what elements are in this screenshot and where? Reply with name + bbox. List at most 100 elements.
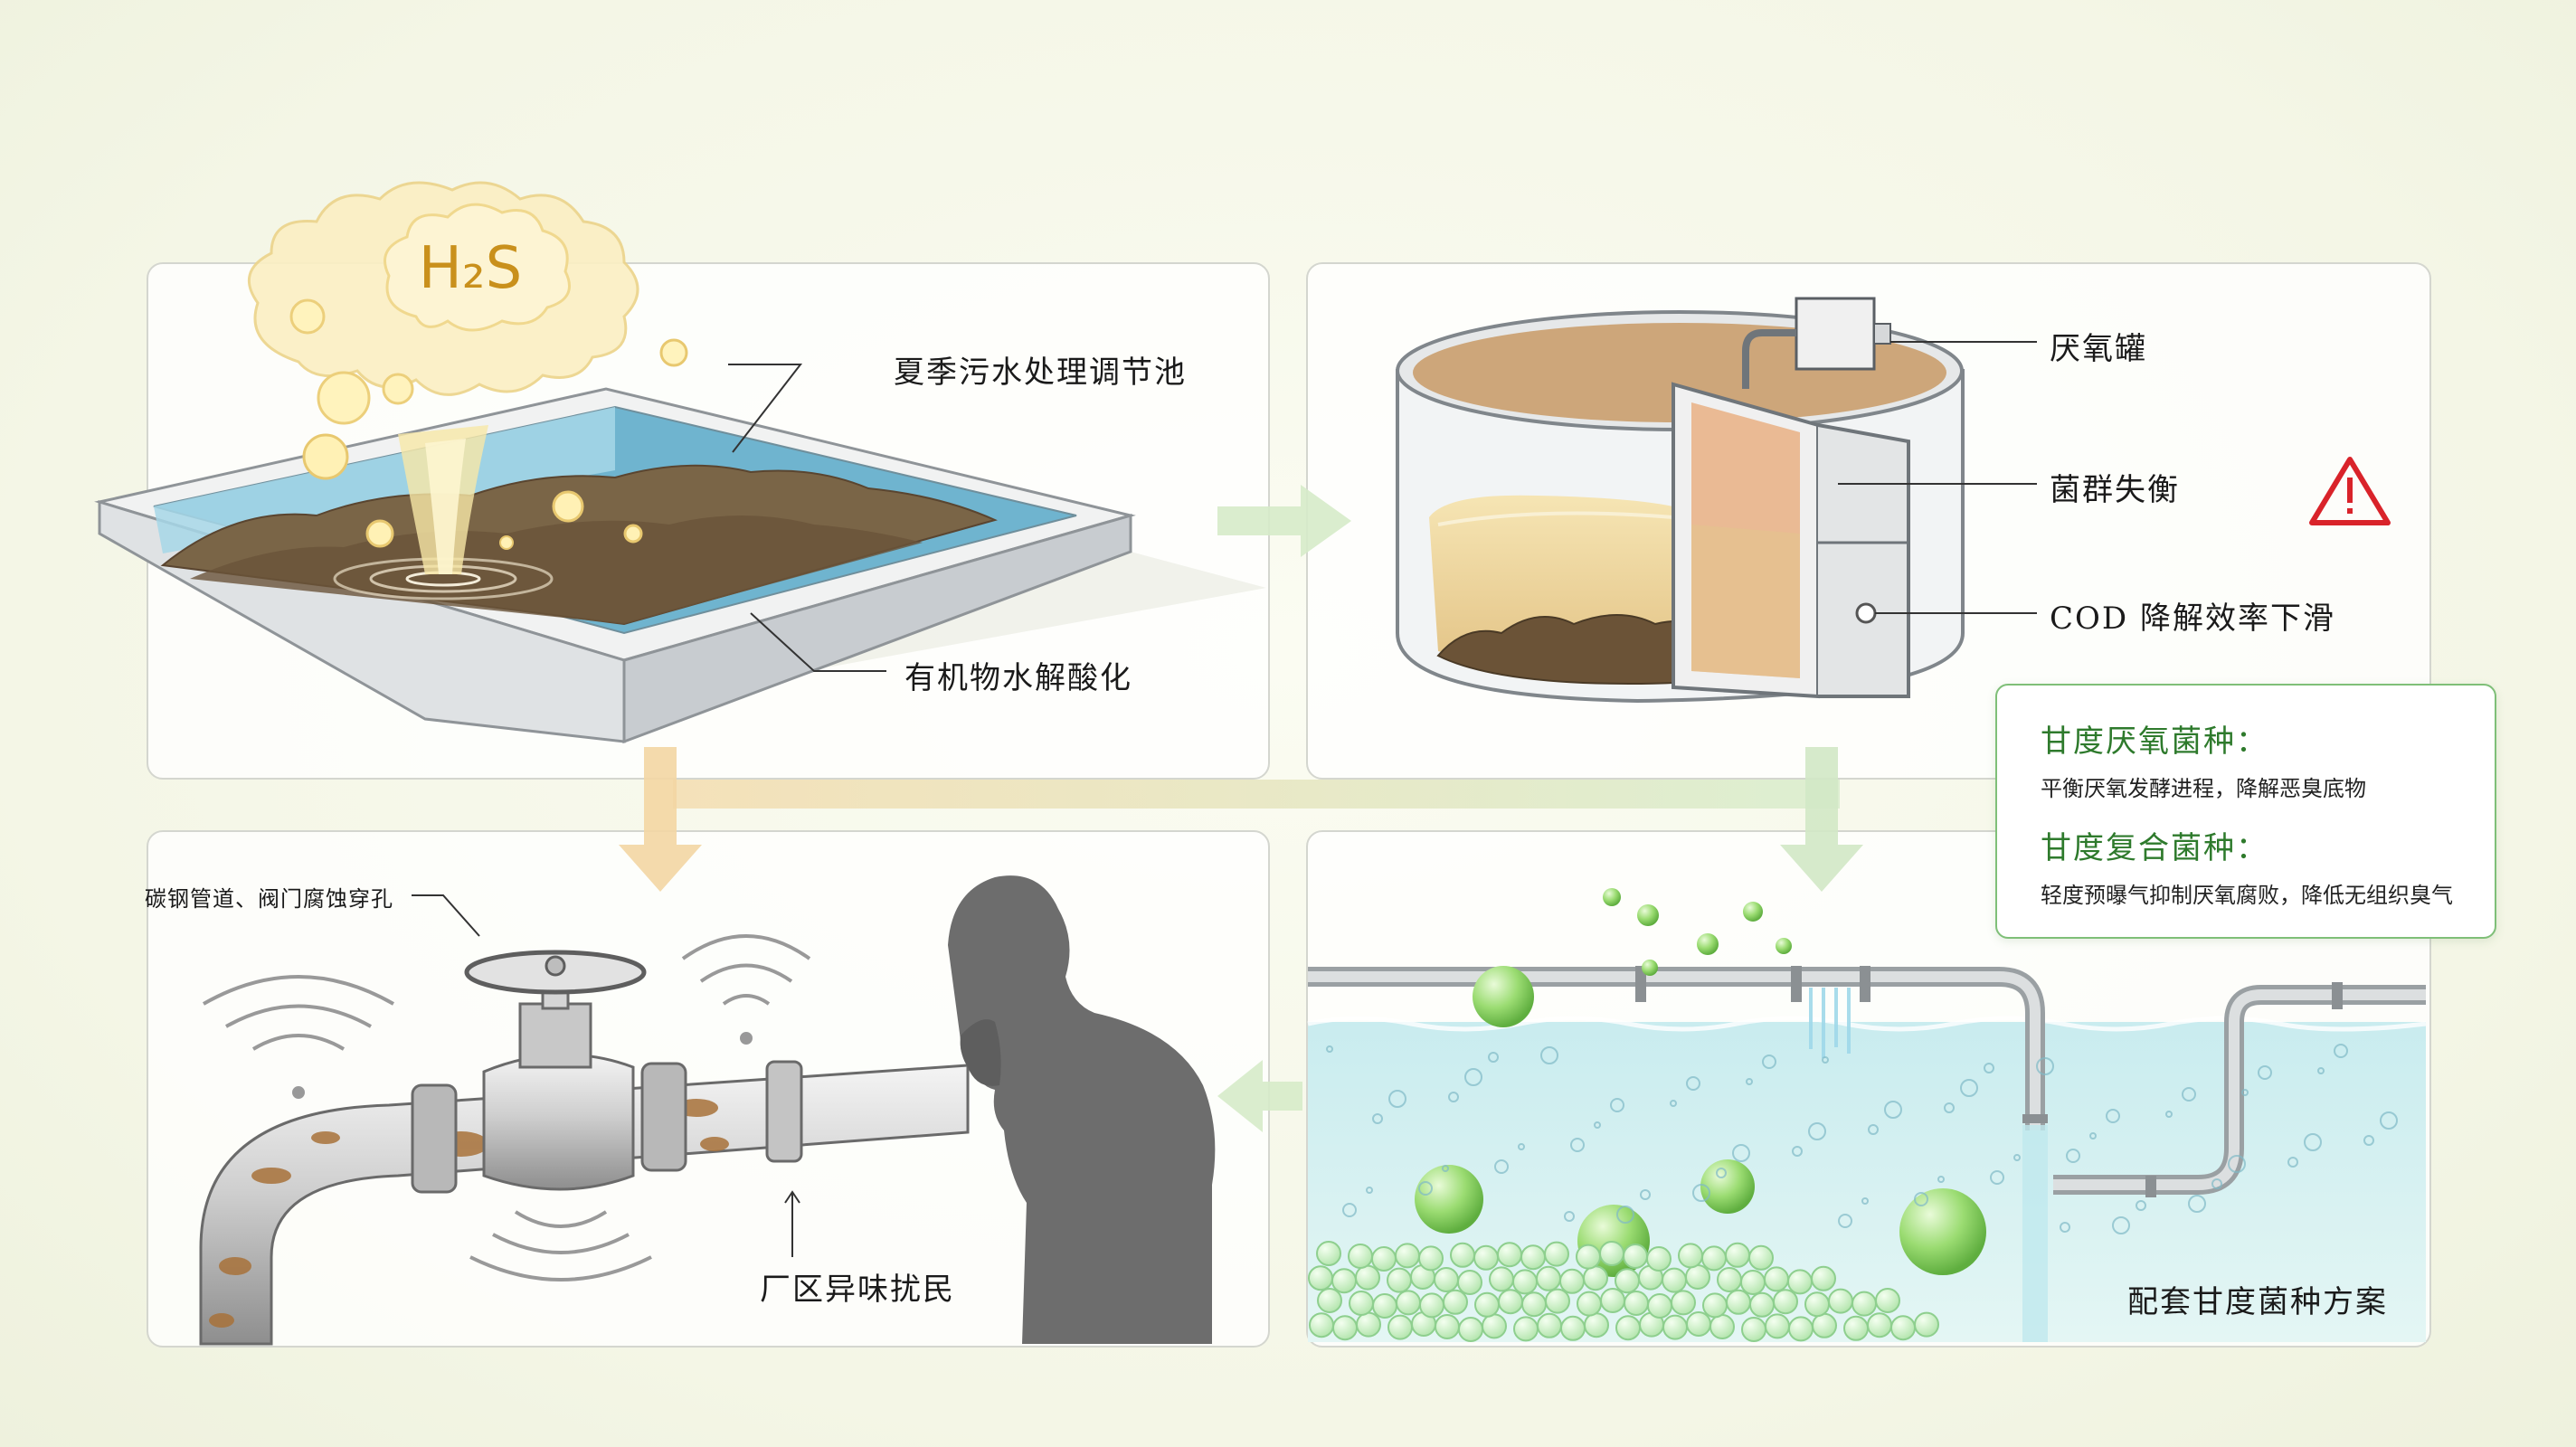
granule (1685, 1264, 1710, 1290)
air-bubble (1686, 1076, 1700, 1091)
granule (1701, 1245, 1727, 1272)
air-bubbles (1326, 1044, 2398, 1234)
label-anaerobic-reactor: 厌氧罐 (2050, 331, 2147, 367)
granule (1457, 1270, 1482, 1295)
granule (1646, 1246, 1672, 1272)
air-bubble (1990, 1170, 2004, 1185)
granule (1686, 1311, 1711, 1337)
granule (1387, 1267, 1412, 1293)
air-bubble (2258, 1065, 2272, 1080)
air-bubble (2106, 1109, 2120, 1123)
granule (1331, 1268, 1357, 1294)
flow-arrows (619, 485, 1863, 1132)
granule (1804, 1291, 1830, 1318)
granule (1584, 1312, 1609, 1338)
granule (1489, 1266, 1514, 1292)
bacteria-info-box: 甘度厌氧菌种： 平衡厌氧发酵进程，降解恶臭底物 甘度复合菌种： 轻度预曝气抑制厌… (1995, 684, 2496, 939)
granule (1773, 1289, 1798, 1315)
air-bubble (2287, 1157, 2298, 1168)
granule (1615, 1268, 1640, 1294)
corroded-pipeline (199, 950, 970, 1346)
granule (1600, 1288, 1625, 1313)
label-microbial-imbalance: 菌群失衡 (2050, 472, 2180, 508)
granule (1419, 1292, 1444, 1319)
air-bubble (2066, 1149, 2080, 1163)
air-bubble (1822, 1056, 1829, 1064)
granule (1741, 1317, 1766, 1342)
air-bubble (2036, 1057, 2054, 1075)
granule (1434, 1267, 1459, 1292)
air-bubble (1914, 1192, 1928, 1206)
granule (1309, 1312, 1334, 1338)
granule (1520, 1244, 1546, 1271)
granule (1372, 1293, 1397, 1319)
air-bubble (1418, 1181, 1433, 1196)
air-bubble (2304, 1133, 2322, 1151)
air-bubble (1342, 1203, 1357, 1217)
air-bubble (2188, 1195, 2206, 1213)
h2s-gas-cloud: H₂S (248, 181, 688, 574)
air-bubble (1518, 1143, 1525, 1150)
air-bubble (2363, 1135, 2374, 1146)
granule (1536, 1265, 1561, 1291)
air-bubble (1746, 1078, 1753, 1085)
air-bubble (1594, 1121, 1601, 1129)
label-odor-nuisance: 厂区异味扰民 (760, 1272, 955, 1308)
h2s-formula: H₂S (419, 235, 522, 302)
air-bubble (1732, 1144, 1750, 1162)
granule (1787, 1269, 1813, 1295)
granule (1482, 1313, 1507, 1339)
granule (1749, 1291, 1775, 1318)
connector-horizontal (673, 780, 1840, 809)
granule (1513, 1316, 1539, 1342)
granule (1537, 1312, 1562, 1338)
granule (1349, 1291, 1374, 1316)
granule (1544, 1241, 1569, 1267)
air-bubble (1464, 1068, 1482, 1086)
air-bubble (2317, 1067, 2325, 1074)
air-bubble (2334, 1044, 2348, 1058)
air-bubble (1640, 1189, 1651, 1200)
granule (1726, 1289, 1751, 1315)
info-item1-title: 甘度厌氧菌种： (2041, 724, 2268, 760)
granule (1317, 1288, 1342, 1313)
leader-lines-bl (412, 894, 800, 1257)
granule (1624, 1291, 1649, 1316)
granule (1576, 1244, 1601, 1270)
granule (1443, 1289, 1468, 1315)
air-bubble (2228, 1155, 2246, 1173)
granule (1852, 1291, 1877, 1317)
granule (1497, 1242, 1522, 1268)
label-hydrolysis-acidification: 有机物水解酸化 (904, 660, 1132, 696)
granule (1671, 1290, 1696, 1316)
granule (1647, 1293, 1672, 1319)
leader-lines-tl (728, 364, 886, 672)
granule (1717, 1267, 1742, 1292)
air-bubble (1792, 1146, 1803, 1157)
granule (1828, 1288, 1853, 1314)
air-bubble (1861, 1197, 1869, 1205)
air-bubble (1884, 1101, 1902, 1119)
person-covering-nose-icon (948, 875, 1216, 1344)
air-bubble (2182, 1087, 2196, 1102)
granule (1748, 1244, 1774, 1271)
air-bubble (1326, 1045, 1333, 1053)
granule (1450, 1242, 1475, 1268)
granule (1521, 1291, 1547, 1318)
granule (1512, 1269, 1538, 1295)
info-item2-title: 甘度复合菌种： (2041, 830, 2268, 866)
air-bubble (1670, 1100, 1677, 1107)
granule (1387, 1314, 1413, 1340)
air-bubble (1448, 1092, 1459, 1102)
air-bubble (2136, 1200, 2146, 1211)
granule (1599, 1241, 1624, 1266)
air-bubble (1692, 1184, 1710, 1202)
granule (1678, 1243, 1703, 1269)
granule (1396, 1290, 1421, 1316)
air-bubble (2241, 1089, 2249, 1096)
granule (1788, 1316, 1814, 1342)
granule (1702, 1292, 1728, 1319)
anaerobic-reactor (1396, 297, 1965, 704)
granule (1545, 1288, 1570, 1314)
